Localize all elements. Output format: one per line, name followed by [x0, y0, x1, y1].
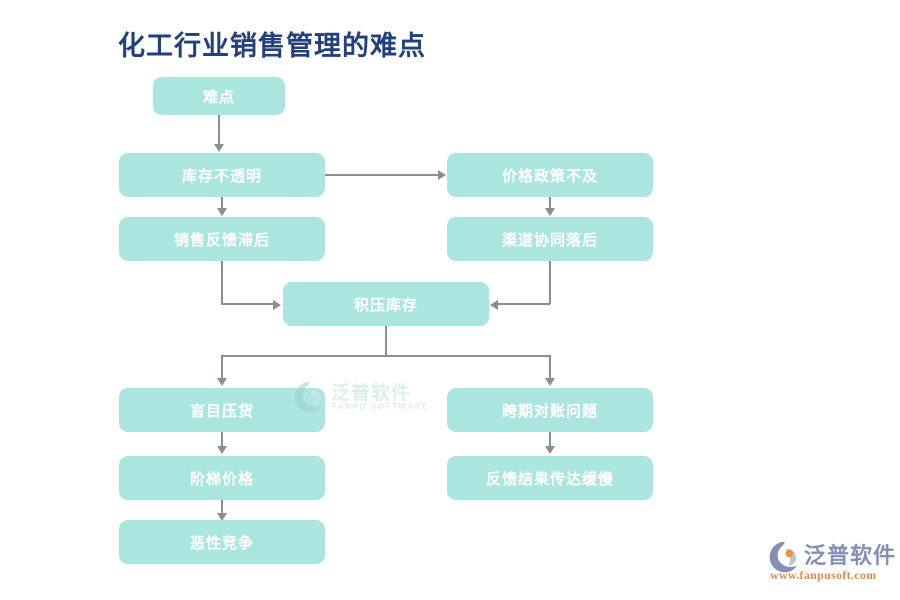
- node-pricing[interactable]: 价格政策不及: [447, 153, 653, 197]
- connector-feedback-to-overstock-horizontal: [221, 303, 274, 305]
- connector-overstock-stem: [385, 326, 387, 356]
- connector-tierprice-to-badcomp: [221, 500, 223, 514]
- corner-logo-icon: [769, 541, 797, 573]
- node-feedback[interactable]: 销售反馈滞后: [119, 217, 325, 261]
- node-crossperiod[interactable]: 跨期对账问题: [447, 388, 653, 432]
- node-tierprice[interactable]: 阶梯价格: [119, 456, 325, 500]
- arrowhead-pushgoods-to-tierprice: [217, 446, 227, 454]
- arrowhead-inventory-to-pricing: [438, 170, 446, 180]
- node-badcomp[interactable]: 恶性竞争: [119, 520, 325, 564]
- node-slowfeed[interactable]: 反馈结果传达缓慢: [447, 456, 653, 500]
- connector-bus-to-pushgoods: [221, 355, 223, 379]
- connector-channel-to-overstock-horizontal: [497, 303, 550, 305]
- connector-pushgoods-to-tierprice: [221, 432, 223, 446]
- node-overstock[interactable]: 积压库存: [283, 282, 489, 326]
- corner-logo: 泛普软件 www.fanpusoft.com: [768, 538, 897, 590]
- arrowhead-feedback-to-overstock: [273, 300, 281, 310]
- connector-inventory-to-feedback: [221, 197, 223, 209]
- page-title: 化工行业销售管理的难点: [118, 31, 426, 61]
- connector-overstock-split-bus: [221, 355, 550, 357]
- arrowhead-inventory-to-feedback: [217, 208, 227, 216]
- arrowhead-root-to-inventory: [214, 144, 224, 152]
- arrowhead-pricing-to-channel: [545, 208, 555, 216]
- watermark-cn-text: 泛普软件: [331, 383, 412, 404]
- connector-channel-to-overstock-vertical: [549, 261, 551, 304]
- node-channel[interactable]: 渠道协同落后: [447, 217, 653, 261]
- connector-bus-to-crossperiod: [549, 355, 551, 379]
- connector-feedback-to-overstock-vertical: [221, 261, 223, 304]
- arrowhead-bus-to-crossperiod: [545, 378, 555, 386]
- corner-logo-url-text: www.fanpusoft.com: [770, 568, 877, 582]
- connector-pricing-to-channel: [549, 197, 551, 209]
- arrowhead-bus-to-pushgoods: [217, 378, 227, 386]
- connector-root-to-inventory: [218, 115, 220, 145]
- node-inventory[interactable]: 库存不透明: [119, 153, 325, 197]
- watermark-en-text: FANPU SOFTWARE: [332, 402, 430, 411]
- corner-logo-cn-text: 泛普软件: [804, 543, 897, 568]
- arrowhead-channel-to-overstock: [490, 300, 498, 310]
- node-root[interactable]: 难点: [153, 77, 285, 115]
- arrowhead-tierprice-to-badcomp: [217, 513, 227, 521]
- arrowhead-crossperiod-to-slowfeed: [545, 446, 555, 454]
- node-pushgoods[interactable]: 盲目压货: [119, 388, 325, 432]
- connector-crossperiod-to-slowfeed: [549, 432, 551, 446]
- connector-inventory-to-pricing: [325, 174, 439, 176]
